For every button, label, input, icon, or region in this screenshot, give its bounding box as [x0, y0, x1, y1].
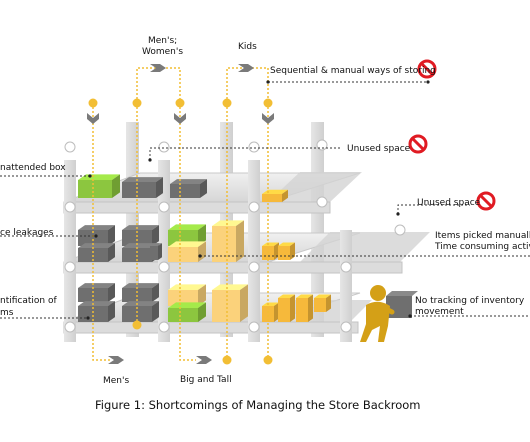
label-mens-womens-line2: Women's — [142, 47, 183, 57]
route-dot — [132, 98, 142, 108]
joint — [158, 261, 170, 273]
label-items-picked: Items picked manually — [435, 231, 530, 241]
figure-caption: Figure 1: Shortcomings of Managing the S… — [95, 398, 421, 412]
box-orange — [278, 294, 295, 322]
no-sign-icon — [476, 191, 496, 211]
worker-icon — [360, 285, 418, 342]
chevron-right-icon — [150, 64, 166, 72]
shelf-edge — [63, 201, 331, 214]
label-time-consuming: Time consuming activ — [434, 242, 530, 252]
chevrons — [87, 64, 274, 364]
box-gray — [78, 283, 115, 302]
box-orange — [314, 294, 331, 312]
label-kids: Kids — [238, 42, 257, 52]
box-gray — [122, 301, 159, 322]
label-sequential: Sequential & manual ways of storing — [270, 66, 436, 76]
callout-lines — [0, 81, 530, 319]
box-orange — [296, 294, 313, 322]
box-orange — [262, 302, 279, 322]
box-gray — [78, 301, 115, 322]
route-big-tall — [179, 103, 196, 361]
route-dot — [132, 320, 142, 330]
no-sign-icon — [417, 59, 437, 79]
box-gray — [122, 177, 163, 198]
joint — [64, 261, 76, 273]
label-space-leakages: ce leakages — [0, 228, 54, 238]
joint — [248, 261, 260, 273]
labels: Men's; Women's Kids Sequential & manual … — [0, 36, 530, 412]
box-gray — [122, 225, 159, 246]
joint — [64, 321, 76, 333]
post — [248, 160, 260, 342]
shelf-edge — [63, 321, 359, 334]
shelf-deck-extension — [268, 172, 362, 202]
post — [340, 230, 352, 342]
route-dots — [88, 98, 273, 365]
box-green — [168, 302, 206, 322]
routing-lines — [92, 67, 269, 361]
route-dot — [88, 98, 98, 108]
chevron-down-icon — [262, 113, 274, 124]
box-gray — [170, 179, 207, 198]
chevron-right-icon — [196, 356, 212, 364]
route-dot — [263, 355, 273, 365]
shelf-deck-extension — [300, 232, 430, 262]
joint — [316, 196, 328, 208]
post — [64, 160, 76, 342]
box-yellow — [168, 241, 206, 262]
joint — [248, 141, 260, 153]
middle-shelf — [63, 232, 430, 274]
label-mens-bottom: Men's — [103, 376, 129, 386]
label-no-tracking-line2: movement — [415, 307, 464, 317]
chevron-down-icon — [87, 113, 99, 124]
box-gray — [122, 283, 159, 302]
boxes — [78, 174, 331, 322]
joint — [340, 321, 352, 333]
route-mens-womens-top — [136, 67, 181, 103]
box-orange — [278, 242, 295, 260]
leader-unused-2 — [397, 204, 470, 214]
joint — [316, 139, 328, 151]
route-dot — [222, 98, 232, 108]
chevron-right-icon — [238, 64, 254, 72]
label-big-and-tall: Big and Tall — [180, 375, 232, 385]
joint — [158, 321, 170, 333]
label-no-tracking-line1: No tracking of inventory — [415, 296, 525, 306]
route-dot — [222, 355, 232, 365]
box-gray — [150, 243, 162, 260]
route-kids-top — [226, 67, 269, 103]
joint — [64, 141, 76, 153]
no-sign-icon — [408, 134, 428, 154]
route-mens — [92, 103, 112, 361]
joint — [64, 201, 76, 213]
box-green — [78, 174, 120, 198]
label-identification-line2: ms — [0, 308, 14, 318]
route-dot — [263, 98, 273, 108]
leader-unused-1 — [149, 147, 340, 160]
joint — [394, 224, 406, 236]
callout-endpoints — [86, 80, 430, 320]
box-orange — [262, 189, 288, 202]
box-gray — [78, 225, 115, 246]
label-identification-line1: ntification of — [0, 296, 57, 306]
box-gray — [78, 243, 115, 262]
joint — [158, 141, 170, 153]
joint — [248, 201, 260, 213]
box-orange — [262, 242, 279, 260]
box-yellow — [168, 284, 206, 306]
label-mens-womens-line1: Men's; — [148, 36, 177, 46]
route-dot — [175, 98, 185, 108]
joint — [158, 201, 170, 213]
shelf-joints — [64, 139, 406, 333]
label-unused-space-1: Unused space — [347, 144, 411, 154]
joint — [248, 321, 260, 333]
chevron-right-icon — [108, 356, 124, 364]
label-unattended-box: nattended box — [0, 163, 66, 173]
label-unused-space-2: Unused space — [417, 198, 481, 208]
joint — [340, 261, 352, 273]
chevron-down-icon — [174, 113, 186, 124]
box-yellow-tall — [212, 284, 248, 322]
